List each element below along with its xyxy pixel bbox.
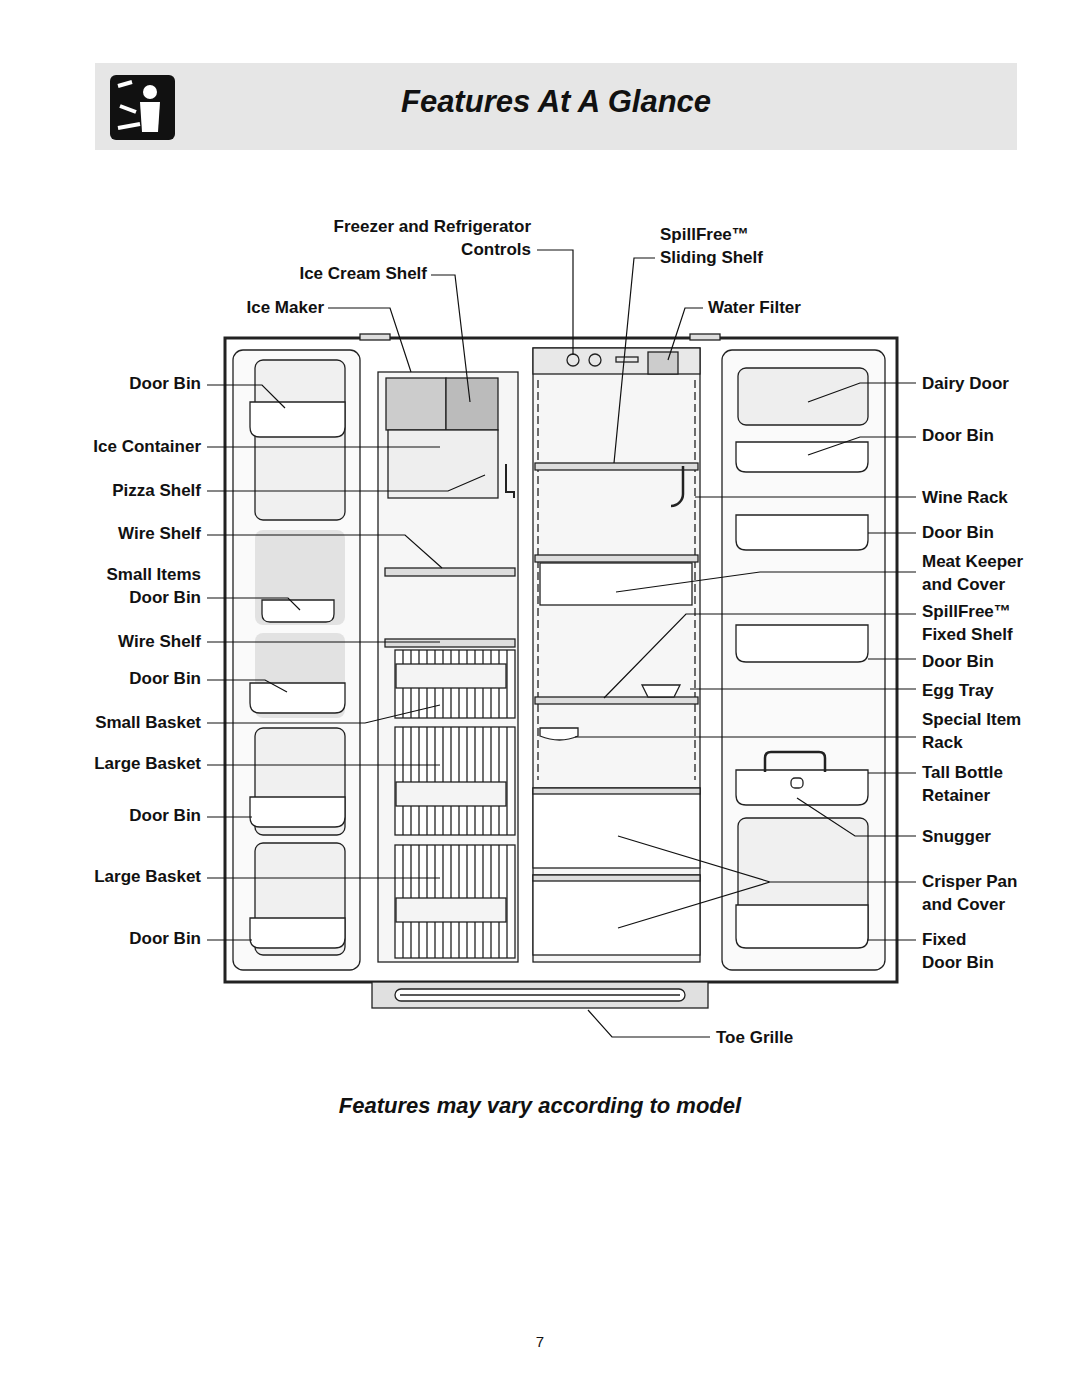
callout-label: Pizza Shelf bbox=[0, 479, 201, 502]
callout-label: Fixed Door Bin bbox=[922, 928, 1006, 974]
callout-label: SpillFree™ Fixed Shelf bbox=[922, 600, 1040, 646]
callout-label: Door Bin bbox=[922, 650, 1072, 673]
callout-label: Ice Container bbox=[0, 435, 201, 458]
callout-label: Meat Keeper and Cover bbox=[922, 550, 1040, 596]
callout-label: Door Bin bbox=[0, 927, 201, 950]
callout-label: Wine Rack bbox=[922, 486, 1072, 509]
callout-label: Door Bin bbox=[922, 424, 1072, 447]
callout-label: Crisper Pan and Cover bbox=[922, 870, 1040, 916]
callout-label: Small Basket bbox=[0, 711, 201, 734]
callout-label: Toe Grille bbox=[716, 1026, 916, 1049]
callout-label: Egg Tray bbox=[922, 679, 1072, 702]
callout-label: Ice Cream Shelf bbox=[167, 262, 427, 285]
callout-label: Tall Bottle Retainer bbox=[922, 761, 1040, 807]
callout-label: Water Filter bbox=[708, 296, 908, 319]
callout-label: Small Items Door Bin bbox=[89, 563, 201, 609]
callout-label: Door Bin bbox=[0, 372, 201, 395]
callout-label: Ice Maker bbox=[64, 296, 324, 319]
callout-label: Large Basket bbox=[0, 752, 201, 775]
callout-label: Snugger bbox=[922, 825, 1072, 848]
callout-label: Wire Shelf bbox=[0, 630, 201, 653]
callout-label: Dairy Door bbox=[922, 372, 1072, 395]
callout-label: Wire Shelf bbox=[0, 522, 201, 545]
caption: Features may vary according to model bbox=[0, 1093, 1080, 1119]
title: Features At A Glance bbox=[95, 84, 1017, 120]
callout-label: Special Item Rack bbox=[922, 708, 1040, 754]
callout-label: Large Basket bbox=[0, 865, 201, 888]
callout-label: Door Bin bbox=[0, 804, 201, 827]
callout-label: SpillFree™ Sliding Shelf bbox=[660, 223, 788, 269]
page-number: 7 bbox=[0, 1333, 1080, 1350]
callout-label: Door Bin bbox=[922, 521, 1072, 544]
callout-label: Door Bin bbox=[0, 667, 201, 690]
callout-label: Freezer and Refrigerator Controls bbox=[303, 215, 531, 261]
